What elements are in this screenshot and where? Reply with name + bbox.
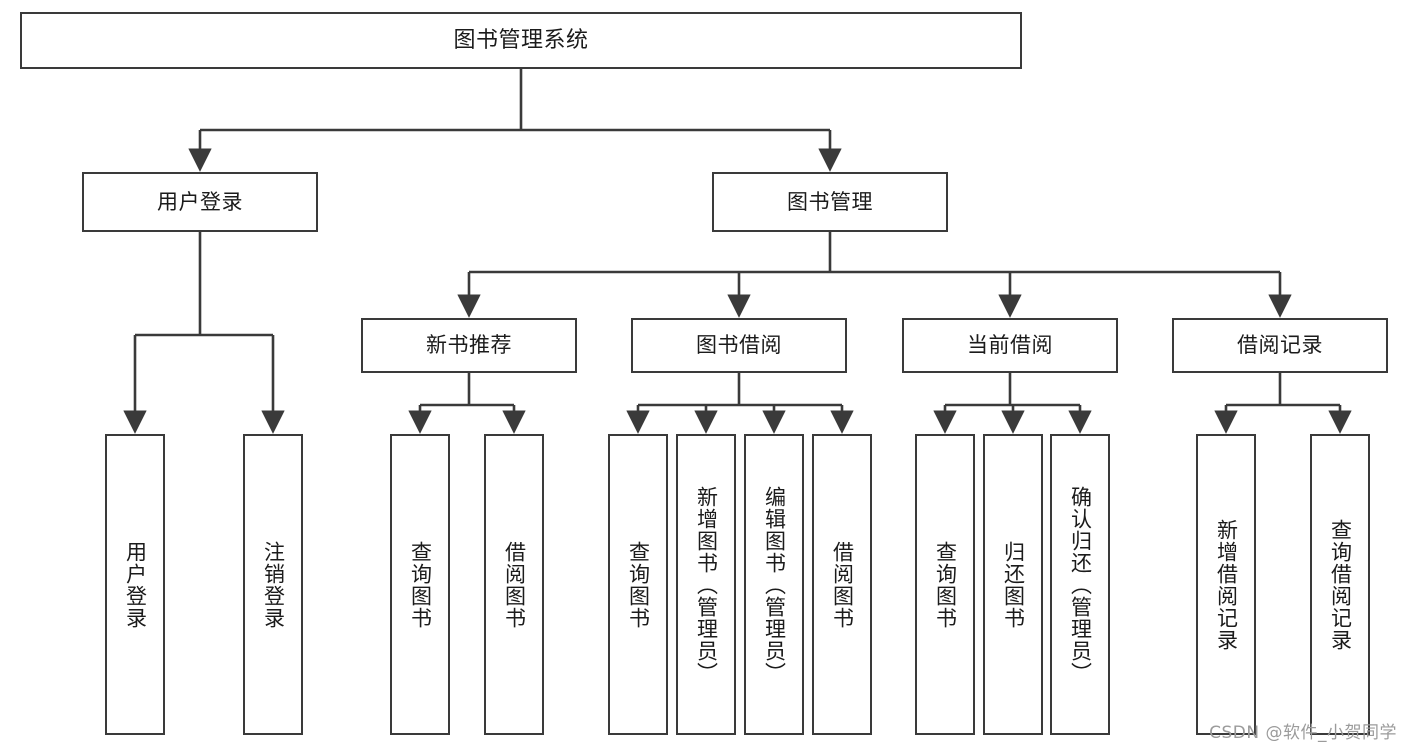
node-book-manage[interactable]: 图书管理	[712, 172, 948, 232]
node-leaf-user-login-label: 用户登录	[123, 540, 148, 629]
node-user-login-label: 用户登录	[157, 189, 243, 214]
node-leaf-borrow-book-rec-label: 借阅图书	[502, 540, 527, 629]
node-leaf-add-borrow-rec[interactable]: 新增借阅记录	[1196, 434, 1256, 735]
node-leaf-query-book-label: 查询图书	[626, 540, 651, 629]
node-leaf-add-book[interactable]: 新增图书（管理员）	[676, 434, 736, 735]
node-leaf-query-book-cur-label: 查询图书	[933, 540, 958, 629]
node-user-login[interactable]: 用户登录	[82, 172, 318, 232]
node-leaf-edit-book[interactable]: 编辑图书（管理员）	[744, 434, 804, 735]
node-leaf-query-book-rec-label: 查询图书	[408, 540, 433, 629]
node-leaf-add-borrow-rec-label: 新增借阅记录	[1214, 518, 1239, 651]
node-borrow-record[interactable]: 借阅记录	[1172, 318, 1388, 373]
node-new-book-rec[interactable]: 新书推荐	[361, 318, 577, 373]
node-leaf-query-book[interactable]: 查询图书	[608, 434, 668, 735]
csdn-watermark: CSDN @软件_小贺同学	[1209, 723, 1397, 743]
node-current-borrow-label: 当前借阅	[967, 333, 1053, 358]
node-leaf-user-logout[interactable]: 注销登录	[243, 434, 303, 735]
node-leaf-edit-book-label: 编辑图书（管理员）	[762, 485, 787, 684]
node-leaf-borrow-book-rec[interactable]: 借阅图书	[484, 434, 544, 735]
node-book-borrow[interactable]: 图书借阅	[631, 318, 847, 373]
node-leaf-return-book[interactable]: 归还图书	[983, 434, 1043, 735]
node-leaf-return-book-label: 归还图书	[1001, 540, 1026, 629]
node-leaf-confirm-return-label: 确认归还（管理员）	[1068, 485, 1093, 684]
node-book-borrow-label: 图书借阅	[696, 333, 782, 358]
node-root-system[interactable]: 图书管理系统	[20, 12, 1022, 69]
node-leaf-query-book-rec[interactable]: 查询图书	[390, 434, 450, 735]
node-leaf-borrow-book-label: 借阅图书	[830, 540, 855, 629]
node-book-manage-label: 图书管理	[787, 189, 873, 214]
node-leaf-user-logout-label: 注销登录	[261, 540, 286, 629]
node-leaf-add-book-label: 新增图书（管理员）	[694, 485, 719, 684]
node-leaf-borrow-book[interactable]: 借阅图书	[812, 434, 872, 735]
node-root-system-label: 图书管理系统	[453, 27, 589, 53]
node-new-book-rec-label: 新书推荐	[426, 333, 512, 358]
node-borrow-record-label: 借阅记录	[1237, 333, 1323, 358]
node-leaf-user-login[interactable]: 用户登录	[105, 434, 165, 735]
node-leaf-query-borrow-rec-label: 查询借阅记录	[1328, 518, 1353, 651]
node-leaf-query-book-cur[interactable]: 查询图书	[915, 434, 975, 735]
node-current-borrow[interactable]: 当前借阅	[902, 318, 1118, 373]
node-leaf-query-borrow-rec[interactable]: 查询借阅记录	[1310, 434, 1370, 735]
node-leaf-confirm-return[interactable]: 确认归还（管理员）	[1050, 434, 1110, 735]
